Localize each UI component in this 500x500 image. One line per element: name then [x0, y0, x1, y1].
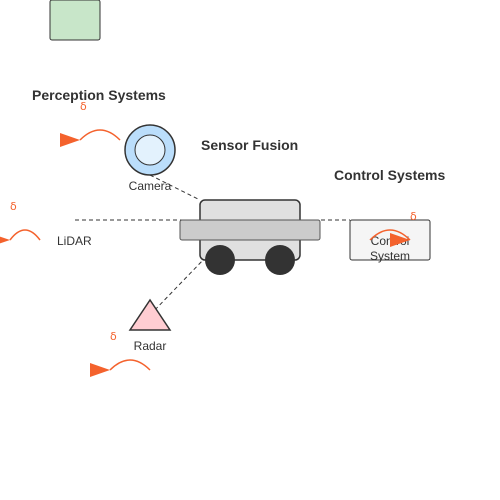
signal-arrowhead-radar — [90, 363, 110, 377]
signal-arrow-perception: δ — [60, 100, 121, 147]
signal-arrowhead-control — [390, 233, 410, 247]
heading-control-systems: Control Systems — [334, 167, 445, 183]
camera-lens-icon — [134, 134, 166, 166]
delta-symbol-control: δ — [410, 210, 417, 223]
control-system-label-line2: System — [370, 249, 410, 263]
radar-connection-line — [149, 257, 206, 316]
camera-label: Camera — [129, 179, 172, 193]
vehicle-bumper — [179, 219, 321, 241]
signal-arrow-control: δ — [369, 210, 417, 247]
vehicle-wheel-left — [205, 245, 235, 275]
heading-sensor-fusion: Sensor Fusion — [201, 137, 298, 153]
camera-connection-line — [149, 174, 201, 201]
delta-symbol-radar: δ — [110, 330, 117, 343]
camera-sensor — [124, 124, 176, 176]
delta-symbol-lidar: δ — [10, 200, 17, 213]
delta-symbol-perception: δ — [80, 100, 87, 113]
signal-wave-control — [369, 229, 411, 241]
heading-perception-systems: Perception Systems — [32, 87, 166, 103]
lidar-label: LiDAR — [57, 234, 92, 248]
signal-arrow-lidar: δ — [0, 200, 41, 244]
radar-label: Radar — [134, 339, 167, 353]
signal-arrow-radar: δ — [90, 330, 151, 377]
signal-wave-radar — [109, 359, 151, 371]
vehicle — [179, 199, 321, 275]
signal-arrowhead-lidar — [0, 236, 10, 244]
signal-wave-lidar — [9, 229, 41, 241]
vehicle-wheel-right — [265, 245, 295, 275]
legend-box — [49, 0, 101, 41]
radar-triangle-icon — [128, 298, 172, 331]
signal-arrowhead-perception — [60, 133, 80, 147]
signal-wave-perception — [79, 129, 121, 141]
